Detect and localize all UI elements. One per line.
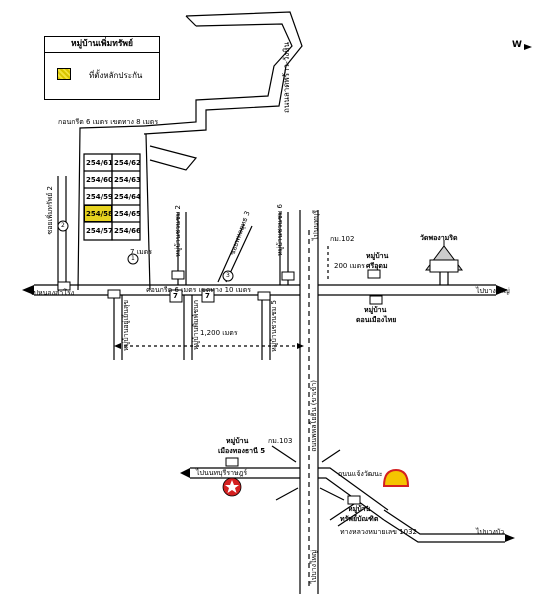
arrow-1200-left — [114, 343, 121, 349]
road-bottom-left-label: ไปนนทบุรีราษฎร์ — [196, 469, 248, 477]
seven-eleven-icon-1 — [169, 289, 183, 303]
road-top-label: ถนนลาดพร้าว-วังหิน — [282, 42, 291, 113]
bridge-road-label: ถนนแจ้งวัฒนะ — [338, 470, 383, 478]
legend-swatch — [57, 68, 71, 80]
arrow-compass — [524, 44, 532, 50]
village-mid-label-2: ดอนเมืองไทย — [356, 316, 397, 324]
village-mid-vertical-label: หมู่บ้านพิมพ์ชนก — [192, 300, 200, 351]
soi-village-left — [113, 295, 123, 360]
village-5-vertical-label: หมู่บ้านชวนชม 5 — [270, 300, 278, 352]
legend: หมู่บ้านเพิ่มทรัพย์ ที่ตั้งหลักประกัน — [44, 36, 160, 100]
village-marker-2 — [171, 270, 185, 280]
circle-1-label: 1 — [131, 255, 135, 262]
soi-village-5 — [261, 295, 271, 360]
lower-road-bottom — [190, 477, 385, 521]
road-bottom-right-name: ทางหลวงหมายเลข 1032 — [340, 528, 417, 536]
arrow-left-lower — [180, 468, 190, 478]
shell-station-icon — [382, 468, 410, 487]
village-sriyudh-label-2: ศรีอุดม — [366, 262, 388, 270]
km-103-label: กม.103 — [268, 437, 293, 445]
circle-2-label: 2 — [61, 222, 65, 229]
circle-3-label: 3 — [226, 272, 230, 279]
village-marker-1 — [367, 269, 381, 279]
village-marker-9 — [107, 289, 121, 299]
plot-label: 254/61 — [86, 159, 113, 167]
distance-200-label: 200 เมตร — [334, 262, 365, 270]
lane-width-label: กอนกรีต 6 เมตร เขตทาง 8 เมตร — [58, 118, 159, 126]
plot-label: 254/64 — [114, 193, 141, 201]
interchange-curve-2 — [275, 487, 345, 501]
road-top-lane — [185, 15, 197, 27]
km-102-label: กม.102 — [330, 235, 355, 243]
arrow-left-main — [22, 285, 34, 295]
seven-eleven-icon-2 — [201, 289, 215, 303]
collateral-plot — [84, 205, 112, 222]
compass-label: W — [512, 40, 522, 50]
main-road-width-label: คอนกรีต 6 เมตร เขตทาง 10 เมตร — [146, 286, 252, 294]
plot-label: 254/65 — [114, 210, 141, 218]
village-marker-4 — [257, 291, 271, 301]
seven-eleven-label-1: 7 — [173, 292, 178, 300]
highway-name-label: ถนนพหลโยธิน (ขาเข้า) — [310, 380, 318, 452]
soi-width-left-label: 7 เมตร — [130, 248, 152, 256]
road-top-inner — [143, 23, 293, 127]
marker-circle-1 — [127, 253, 139, 265]
highway-south-label: ไปบางใหญ่ — [310, 550, 318, 584]
village-sriyudh-label-1: หมู่บ้าน — [366, 252, 389, 260]
legend-title: หมู่บ้านเพิ่มทรัพย์ — [45, 38, 159, 53]
village-marker-7 — [347, 495, 361, 505]
soi-village-mid — [183, 295, 193, 360]
village-marker-8 — [57, 281, 71, 291]
plot-label: 254/62 — [114, 159, 141, 167]
temple-label: วัดพองามริด — [420, 234, 458, 242]
lane-branch — [149, 145, 198, 171]
lane-right-edge — [145, 133, 151, 291]
interchange-curve-1 — [271, 445, 341, 463]
lane-left-edge — [77, 125, 145, 291]
soi-chaloem6-label: หมู่บ้านชวนชม 6 — [276, 204, 284, 256]
plot-label: 254/57 — [86, 227, 113, 235]
road-top-outer — [143, 11, 303, 135]
temple-icon — [425, 240, 463, 273]
road-left-end-label: ไปหนองสำโรง — [30, 289, 75, 297]
highway-north-label: ไปนนทบุรี — [312, 210, 320, 241]
village-left-vertical-label: หมู่บ้านอยู่เย็นสุข — [122, 300, 130, 352]
road-right-end-label: ไปบางใหญ่ — [476, 287, 510, 295]
arrow-right-main — [496, 285, 508, 295]
distance-1200-label: 1,200 เมตร — [200, 329, 238, 337]
arrow-right-lower — [505, 534, 515, 542]
marker-circle-3 — [222, 270, 234, 282]
plot-label: 254/59 — [86, 193, 113, 201]
soi-chaloem2-label: หมู่บ้านชวนชม 2 — [174, 205, 182, 257]
lower-road-top — [190, 467, 389, 511]
legend-item-label: ที่ตั้งหลักประกัน — [89, 71, 143, 80]
caltex-station-icon — [222, 477, 242, 497]
village-bottom-left-label-2: เมืองทองธานี 5 — [218, 447, 266, 455]
village-marker-5 — [369, 295, 383, 305]
village-bottom-right-label-2: ทรัพย์บัณฑิต — [340, 515, 379, 523]
soi-left — [57, 176, 67, 290]
arrow-1200-right — [297, 343, 304, 349]
village-marker-6 — [225, 457, 239, 467]
road-bottom-right-dir: ไปบางบัว — [476, 528, 505, 536]
plot-label: 254/60 — [86, 176, 113, 184]
plot-label: 254/63 — [114, 176, 141, 184]
marker-circle-2 — [57, 220, 69, 232]
village-marker-3 — [281, 271, 295, 281]
plot-label: 254/58 — [86, 210, 113, 218]
village-bottom-right-label-1: หมู่บ้าน — [348, 505, 371, 513]
soi-left-label: ซอยเพิ่มทรัพย์ 2 — [46, 186, 54, 235]
bridge-road — [383, 509, 505, 543]
village-mid-label-1: หมู่บ้าน — [364, 306, 387, 314]
plot-label: 254/66 — [114, 227, 141, 235]
seven-eleven-label-2: 7 — [205, 292, 210, 300]
village-bottom-left-label-1: หมู่บ้าน — [226, 437, 249, 445]
